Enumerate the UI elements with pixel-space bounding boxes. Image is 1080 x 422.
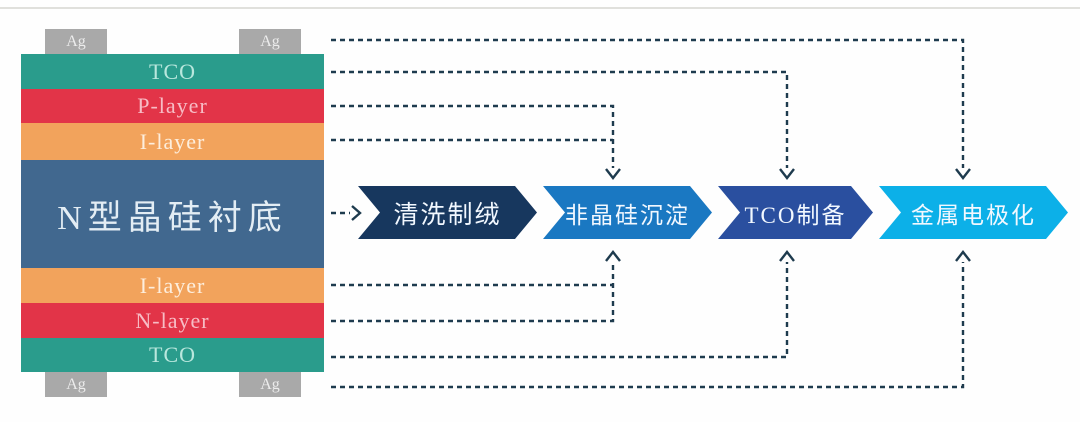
connector-tco-back-to-tco-step: [331, 262, 789, 359]
down-arrowhead-icon: [955, 168, 971, 180]
layer-tco-back: TCO: [21, 338, 324, 372]
front-silver-contact: Ag: [45, 29, 107, 54]
layer-label: I-layer: [139, 128, 206, 154]
layer-p: P-layer: [21, 89, 324, 123]
back-silver-contact: Ag: [45, 372, 107, 397]
process-step-amorphous-si-deposition: 非晶硅沉淀: [543, 186, 712, 239]
step-label: 非晶硅沉淀: [565, 202, 690, 228]
layer-label: N-layer: [135, 307, 210, 333]
back-silver-contact: Ag: [239, 372, 301, 397]
down-arrowhead-icon: [779, 168, 795, 180]
front-silver-contact: Ag: [239, 29, 301, 54]
down-arrowhead-icon: [605, 168, 621, 180]
connector-n-layer-to-deposition: [331, 262, 615, 323]
layer-n: N-layer: [21, 303, 324, 338]
connector-ag-back-to-metallization: [331, 262, 965, 389]
contact-label: Ag: [260, 375, 280, 393]
layer-label: TCO: [149, 342, 196, 367]
layer-label: P-layer: [137, 93, 208, 118]
up-arrowhead-icon: [605, 250, 621, 262]
layer-label: I-layer: [139, 272, 206, 298]
layer-i-front: I-layer: [21, 123, 324, 160]
contact-label: Ag: [66, 32, 86, 50]
step-label: 清洗制绒: [393, 201, 502, 229]
process-step-tco-preparation: TCO制备: [718, 186, 873, 239]
step-label: TCO制备: [744, 202, 847, 228]
layer-label: N型晶硅衬底: [57, 199, 288, 237]
layer-i-back: I-layer: [21, 268, 324, 303]
start-arrowhead-icon: [351, 205, 362, 221]
connector-tco-front-to-tco-step: [331, 70, 789, 168]
layer-label: TCO: [149, 58, 196, 84]
process-step-cleaning-texturing: 清洗制绒: [358, 186, 537, 239]
layer-tco-front: TCO: [21, 54, 324, 89]
connector-p-layer-to-deposition: [331, 104, 615, 168]
connector-ag-front-to-metallization: [331, 38, 965, 168]
up-arrowhead-icon: [779, 250, 795, 262]
top-divider-line: [0, 7, 1080, 9]
layer-n-type-silicon-substrate: N型晶硅衬底: [21, 160, 324, 268]
up-arrowhead-icon: [955, 250, 971, 262]
step-label: 金属电极化: [911, 202, 1036, 228]
contact-label: Ag: [260, 32, 280, 50]
contact-label: Ag: [66, 375, 86, 393]
process-step-metallization: 金属电极化: [879, 186, 1068, 239]
